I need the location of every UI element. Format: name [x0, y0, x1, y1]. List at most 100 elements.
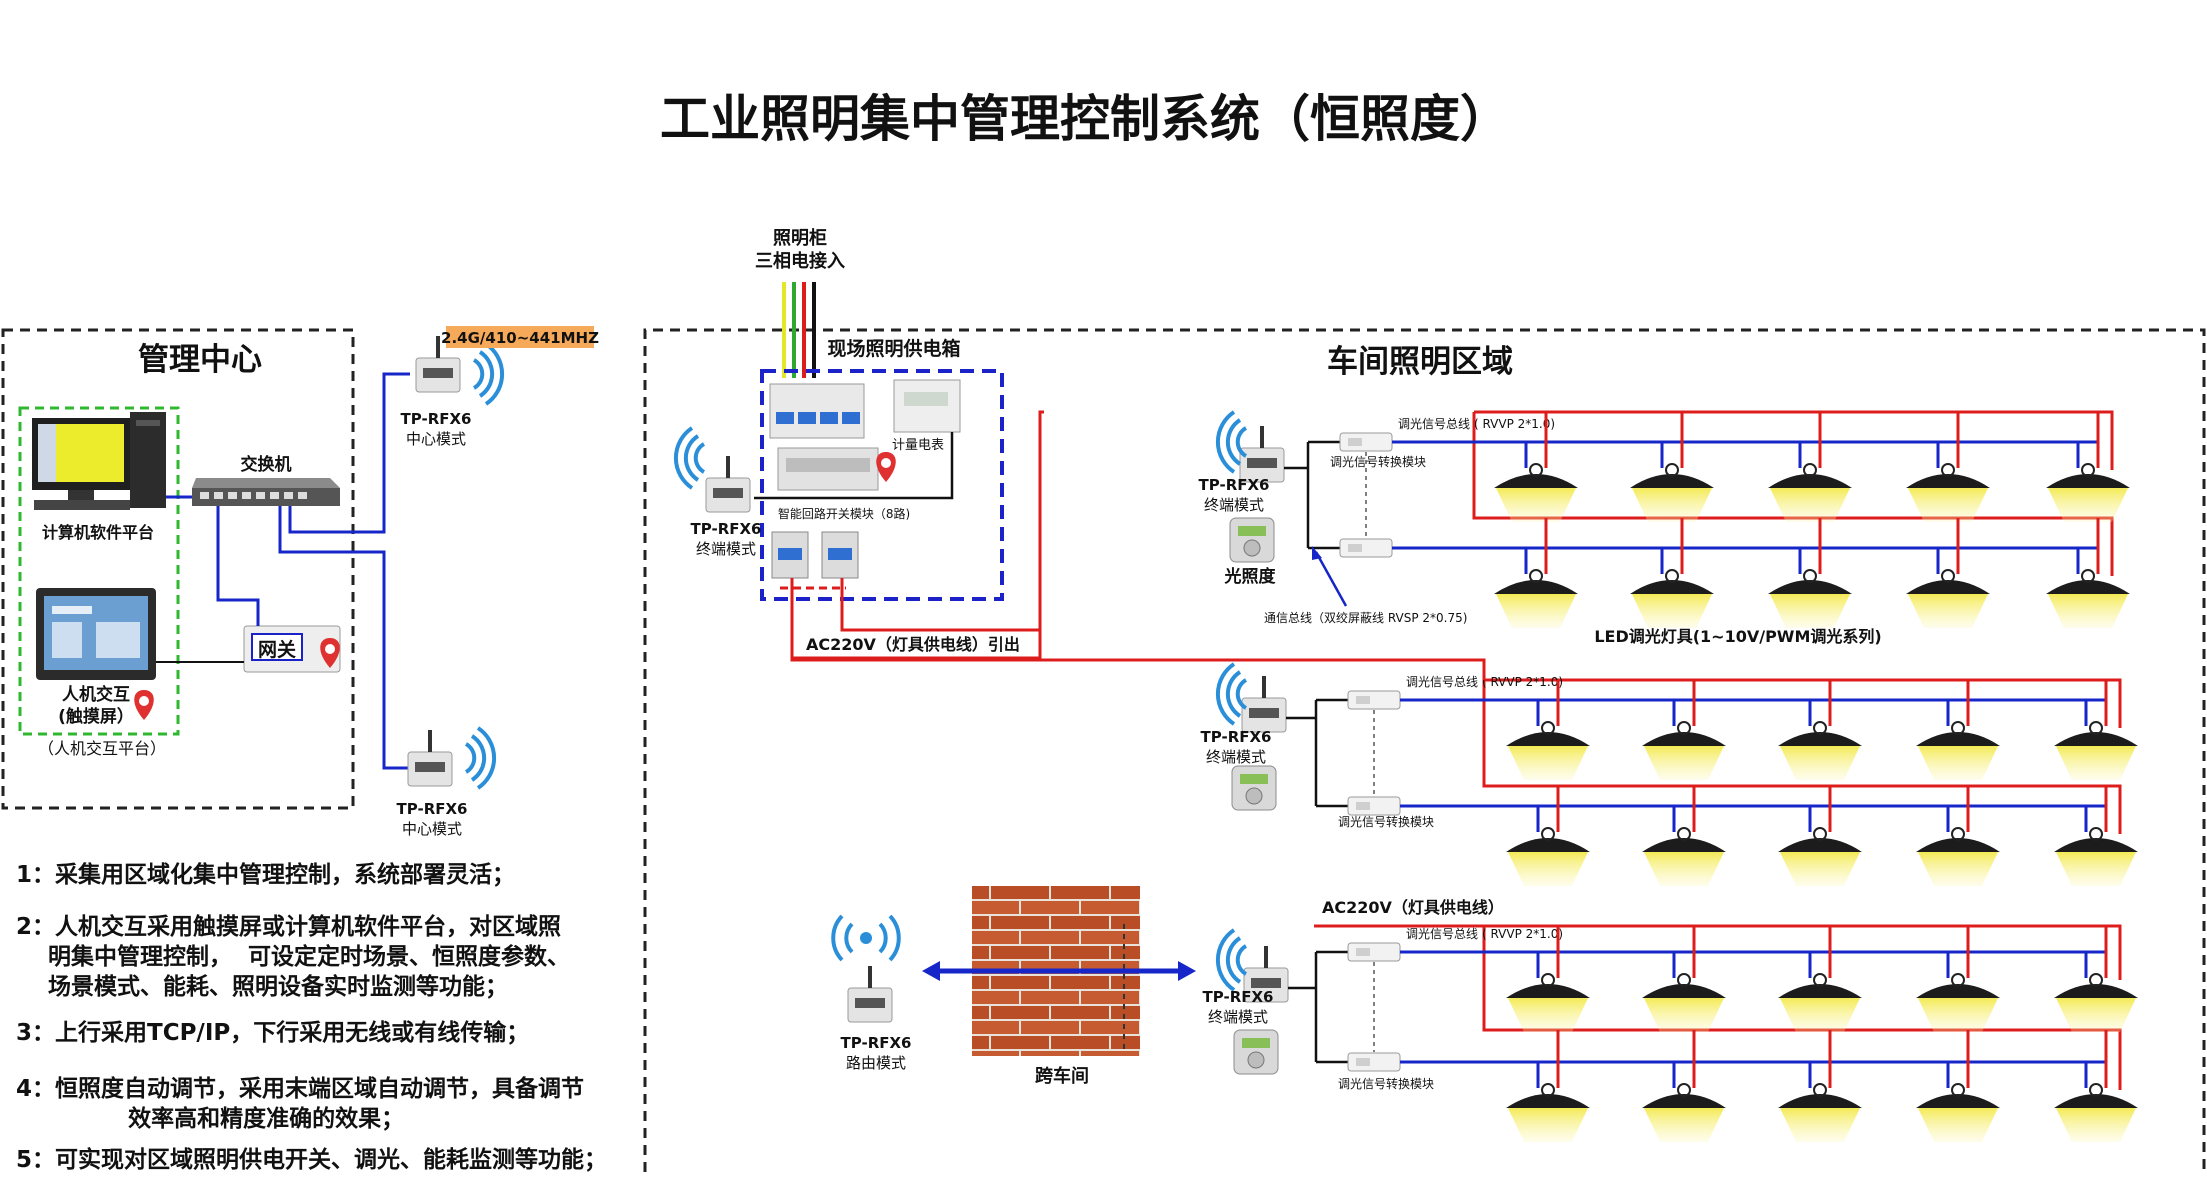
wireless-signal-icon — [472, 342, 505, 406]
power-line — [1484, 678, 2122, 728]
lamp-hook-icon — [2089, 827, 2103, 841]
lux-sensor-icon — [1231, 765, 1277, 811]
lamp-hook-icon — [1541, 1083, 1555, 1097]
light-beam — [2056, 746, 2136, 780]
led-highbay-lamp-icon — [2054, 1094, 2138, 1108]
lamp-hook-icon — [1677, 721, 1691, 735]
switch-module-icon — [777, 447, 879, 491]
lamp-hook-icon — [1951, 721, 1965, 735]
lamp-hook-icon — [1951, 973, 1965, 987]
touch-screen-icon — [36, 588, 156, 680]
light-beam — [1918, 998, 1998, 1032]
zone2-feed-line — [790, 658, 1486, 680]
lamp-hook-icon — [1677, 827, 1691, 841]
light-beam — [1644, 852, 1724, 886]
light-beam — [1508, 746, 1588, 780]
dimming-bus-label: 调光信号总线 — [1406, 675, 1478, 689]
lamp-hook-icon — [1813, 721, 1827, 735]
led-highbay-lamp-icon — [2054, 732, 2138, 746]
light-beam — [1508, 998, 1588, 1032]
led-highbay-lamp-icon — [1494, 474, 1578, 488]
lamp-hook-icon — [1951, 1083, 1965, 1097]
radio-terminal-name: TP-RFX6 — [1201, 728, 1272, 746]
radio-device-icon — [1241, 675, 1287, 733]
power-line — [1482, 680, 2122, 834]
radio-terminal-box-mode: 终端模式 — [696, 540, 756, 558]
radio-terminal-mode: 终端模式 — [1208, 1008, 1268, 1026]
led-highbay-lamp-icon — [1506, 838, 1590, 852]
led-highbay-lamp-icon — [1768, 580, 1852, 594]
light-beam — [1918, 852, 1998, 886]
radio-device-icon — [847, 965, 893, 1023]
converter-label: 调光信号转换模块 — [1330, 454, 1426, 469]
three-phase-feed — [782, 282, 816, 378]
lamp-hook-icon — [1951, 827, 1965, 841]
radio-device-icon — [407, 729, 453, 787]
lamp-hook-icon — [2089, 973, 2103, 987]
lamp-hook-icon — [1941, 569, 1955, 583]
light-beam — [1918, 746, 1998, 780]
light-beam — [1644, 998, 1724, 1032]
cross-workshop-label: 跨车间 — [1035, 1065, 1089, 1087]
radio-center-bottom-name: TP-RFX6 — [397, 800, 468, 818]
frequency-badge: 2.4G/410~441MHZ — [441, 329, 599, 347]
light-beam — [2056, 852, 2136, 886]
radio-center-top-name: TP-RFX6 — [401, 410, 472, 428]
lamp-hook-icon — [1541, 827, 1555, 841]
radio-device-icon — [1239, 425, 1285, 483]
led-fixture-label: LED调光灯具(1~10V/PWM调光系列) — [1594, 627, 1881, 646]
dimming-bus-label: 调光信号总线 — [1398, 417, 1470, 431]
wireless-signal-icon — [673, 426, 706, 490]
led-highbay-lamp-icon — [1642, 1094, 1726, 1108]
led-highbay-lamp-icon — [2054, 838, 2138, 852]
computer-icon — [32, 412, 166, 510]
comm-bus-pointer — [1314, 551, 1348, 607]
dimming-converter-icon — [1347, 942, 1401, 962]
zone3-ac220-label: AC220V（灯具供电线） — [1322, 898, 1504, 917]
location-pin-icon — [134, 690, 154, 720]
ac220-outlet-line-1 — [790, 410, 1044, 660]
led-highbay-lamp-icon — [1778, 1094, 1862, 1108]
dimming-converter-icon — [1347, 690, 1401, 710]
dimming-converter-icon — [1339, 538, 1393, 558]
led-highbay-lamp-icon — [1916, 732, 2000, 746]
light-beam — [1780, 852, 1860, 886]
switch-label: 交换机 — [241, 454, 292, 475]
lamp-hook-icon — [1529, 569, 1543, 583]
lamp-hook-icon — [1529, 463, 1543, 477]
radio-center-bottom-mode: 中心模式 — [402, 820, 462, 838]
radio-device-icon — [705, 455, 751, 513]
led-highbay-lamp-icon — [1906, 474, 1990, 488]
comm-bus-label: 通信总线（双绞屏蔽线 RVSP 2*0.75) — [1264, 610, 1467, 625]
network-cables — [166, 372, 410, 770]
led-highbay-lamp-icon — [1642, 838, 1726, 852]
light-beam — [1496, 488, 1576, 522]
light-beam — [1780, 746, 1860, 780]
switch-module-label: 智能回路开关模块（8路) — [778, 506, 910, 521]
ac220-outlet-label: AC220V（灯具供电线）引出 — [806, 635, 1020, 654]
feature-note: 3：上行采用TCP/IP，下行采用无线或有线传输； — [16, 1020, 530, 1046]
circuit-breaker-icon — [769, 383, 865, 439]
wireless-signal-icon — [831, 914, 901, 962]
led-highbay-lamp-icon — [2046, 580, 2130, 594]
light-beam — [1770, 488, 1850, 522]
lamp-hook-icon — [2081, 463, 2095, 477]
lamp-hook-icon — [1677, 1083, 1691, 1097]
wireless-signal-icon — [1215, 928, 1248, 992]
led-highbay-lamp-icon — [1506, 1094, 1590, 1108]
touch-label-line2: (触摸屏） — [58, 706, 134, 727]
radio-terminal-box-name: TP-RFX6 — [691, 520, 762, 538]
gateway-icon — [243, 625, 341, 673]
lux-sensor-icon — [1229, 517, 1275, 563]
power-line — [1474, 410, 2114, 470]
dimming-converter-icon — [1347, 1052, 1401, 1072]
feature-note: 4：恒照度自动调节，采用末端区域自动调节，具备调节 效率高和精度准确的效果； — [16, 1076, 585, 1132]
light-beam — [2056, 998, 2136, 1032]
led-highbay-lamp-icon — [2046, 474, 2130, 488]
management-center-heading: 管理中心 — [138, 342, 262, 378]
lamp-hook-icon — [1665, 569, 1679, 583]
light-beam — [2056, 1108, 2136, 1142]
ac220-outlet-line-2 — [840, 578, 1040, 632]
radio-terminal-name: TP-RFX6 — [1203, 988, 1274, 1006]
